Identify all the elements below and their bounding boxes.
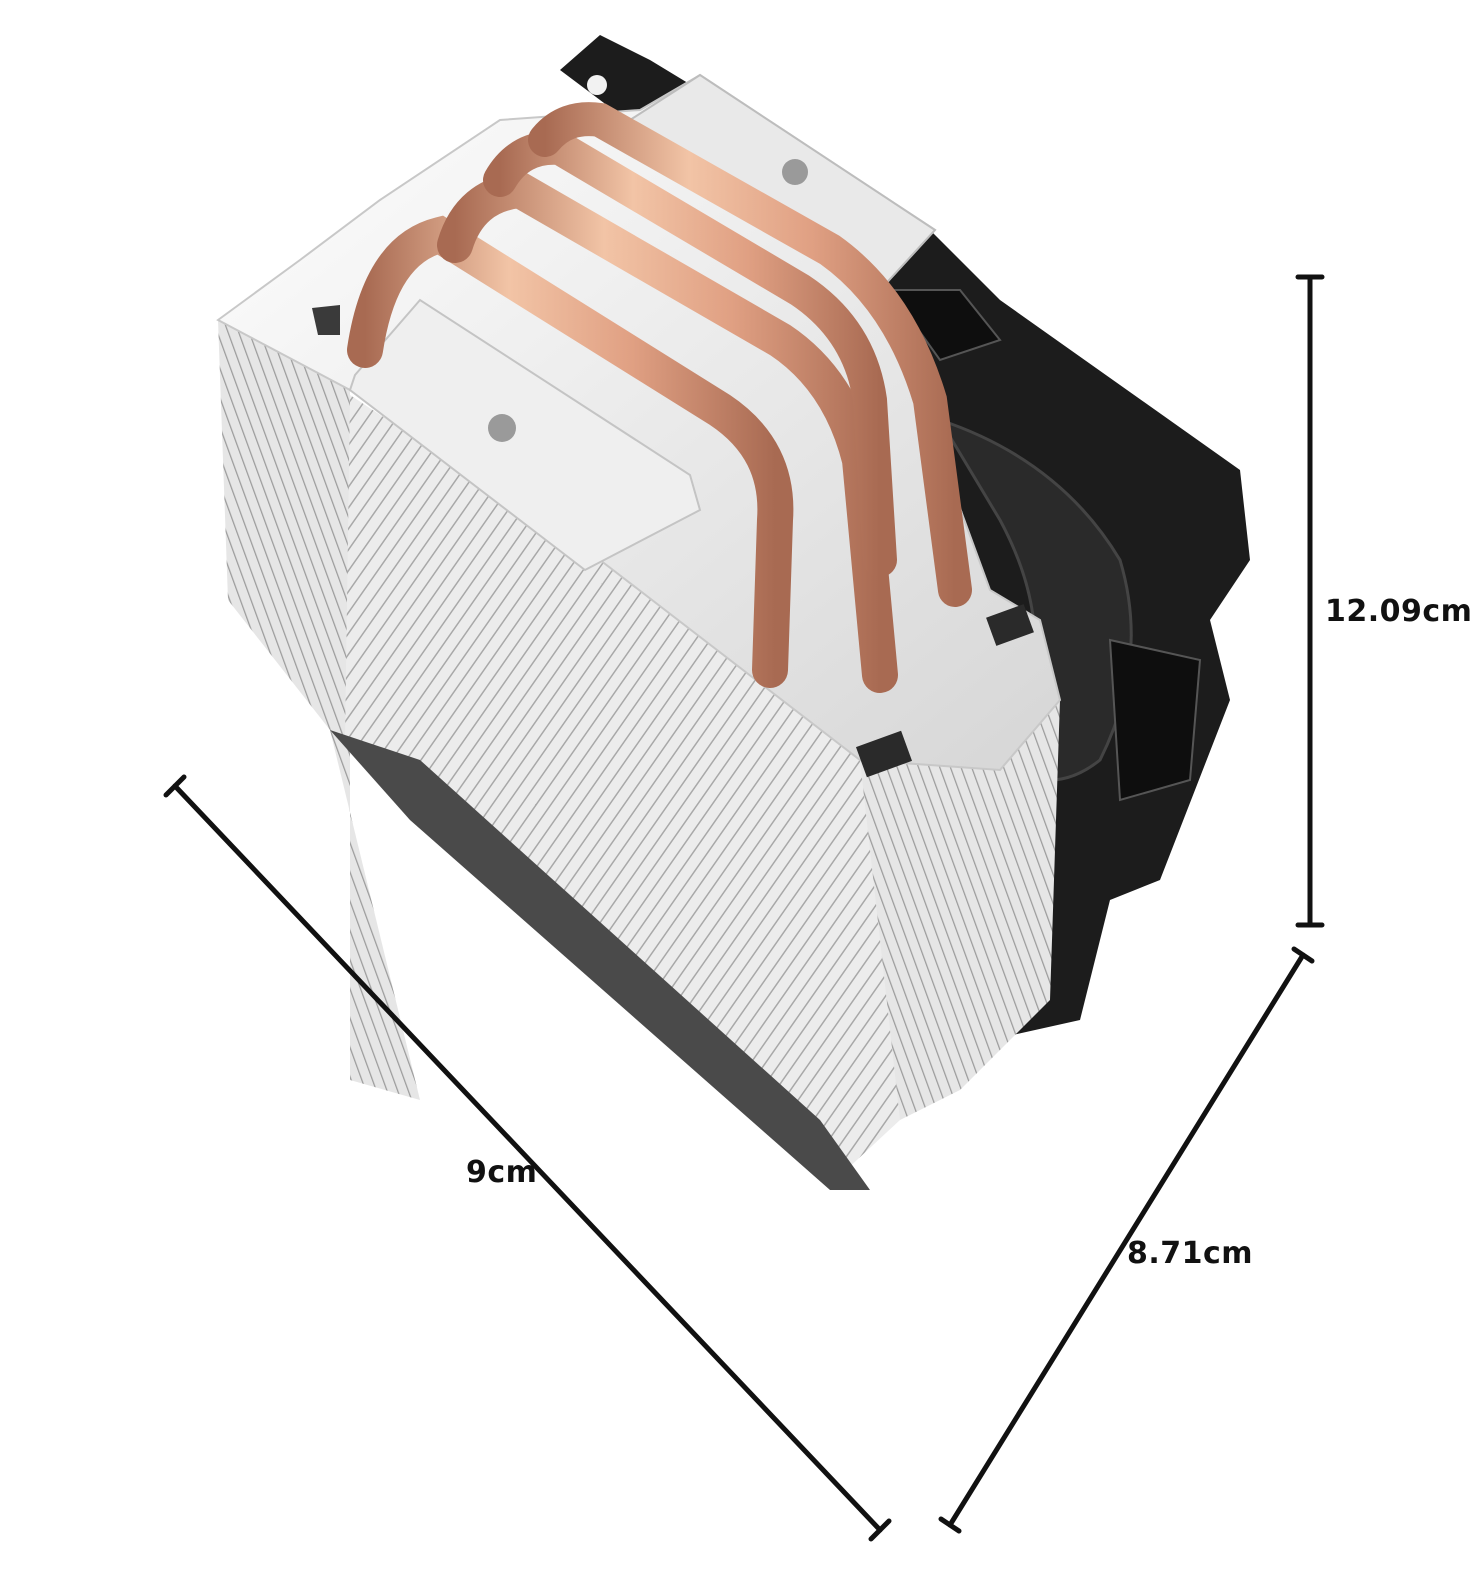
length-dimension-tick bbox=[163, 774, 187, 798]
length-dimension-line bbox=[172, 783, 883, 1533]
mounting-hole bbox=[488, 414, 516, 442]
fin-slot bbox=[986, 604, 1034, 646]
heat-pipes bbox=[347, 102, 972, 693]
fin-slot bbox=[855, 730, 913, 778]
length-label: 9cm bbox=[466, 1155, 538, 1190]
mounting-bars bbox=[348, 73, 937, 572]
heat-pipe-4 bbox=[528, 102, 972, 607]
fin-clip bbox=[312, 305, 340, 335]
width-dimension-tick bbox=[938, 1516, 962, 1534]
heat-pipe-1 bbox=[347, 215, 794, 688]
mounting-hole bbox=[782, 159, 808, 185]
fan-mount-hole bbox=[587, 75, 607, 95]
width-dimension-line bbox=[947, 952, 1306, 1528]
heatsink-base bbox=[330, 730, 870, 1190]
heatsink-front-face bbox=[345, 395, 1000, 1185]
length-dimension-tick bbox=[868, 1518, 892, 1542]
heatsink-right-fins bbox=[860, 700, 1060, 1120]
dimension-lines bbox=[163, 274, 1325, 1542]
fan bbox=[560, 35, 1250, 1040]
mounting-bar-front bbox=[348, 298, 702, 572]
fan-frame bbox=[560, 35, 1250, 1040]
height-label: 12.09cm bbox=[1325, 594, 1473, 629]
heat-pipe-2 bbox=[437, 171, 898, 693]
heatsink-left-face bbox=[218, 320, 420, 1100]
width-label: 8.71cm bbox=[1127, 1236, 1254, 1271]
heat-pipe-3 bbox=[483, 130, 897, 577]
width-dimension-tick bbox=[1291, 946, 1315, 964]
